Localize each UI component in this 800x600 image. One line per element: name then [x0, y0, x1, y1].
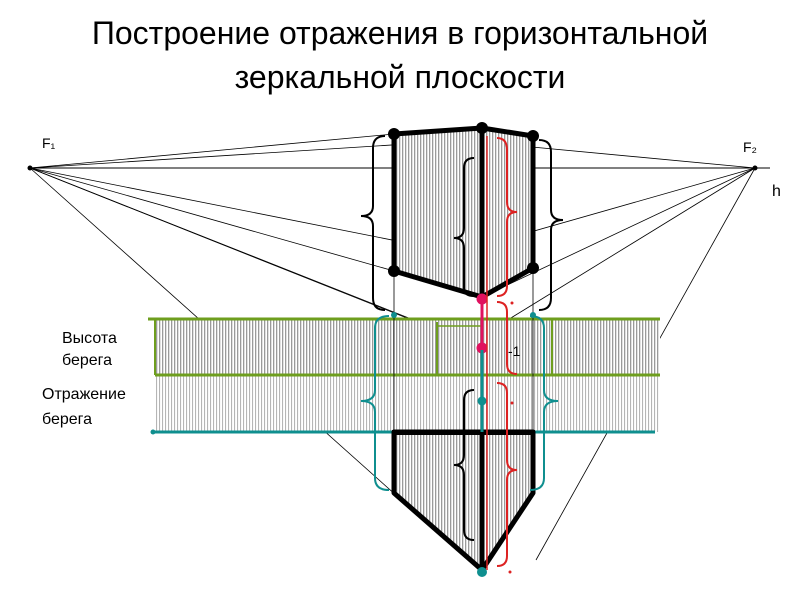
teal-guide-points [391, 312, 536, 318]
bank-green-verticals [436, 320, 553, 375]
slide-title-line-2: зеркальной плоскости [234, 59, 566, 95]
magenta-top-point [476, 293, 488, 305]
vanishing-point-f1-label: F₁ [42, 135, 56, 151]
red-dots [508, 301, 514, 574]
vanishing-point-f1 [27, 165, 33, 171]
red-braces [496, 137, 518, 567]
bank-reflection-point [150, 429, 156, 435]
bank-reflection-label-line-2: берега [42, 411, 92, 428]
bank-height-label-line-2: берега [62, 352, 112, 369]
teal-mid-point [477, 396, 487, 406]
teal-bottom-point [477, 567, 487, 577]
magenta-water-point [476, 342, 488, 354]
construction-verticals [393, 268, 534, 432]
bank-height-band [155, 320, 660, 375]
bank-height-label-line-1: Высота [62, 330, 117, 347]
teal-braces [360, 315, 559, 491]
vanishing-point-f2-label: F₂ [743, 139, 757, 155]
slide-title-line-1: Построение отражения в горизонтальной [91, 15, 709, 51]
black-braces [360, 135, 564, 541]
bank-reflection-label-line-1: Отражение [42, 386, 126, 403]
object-vertices [388, 122, 539, 277]
vanishing-point-f2 [752, 165, 758, 171]
minus-one-label: -1 [508, 343, 521, 359]
bank-reflection-band [155, 375, 660, 432]
horizon-label: h [772, 183, 781, 200]
